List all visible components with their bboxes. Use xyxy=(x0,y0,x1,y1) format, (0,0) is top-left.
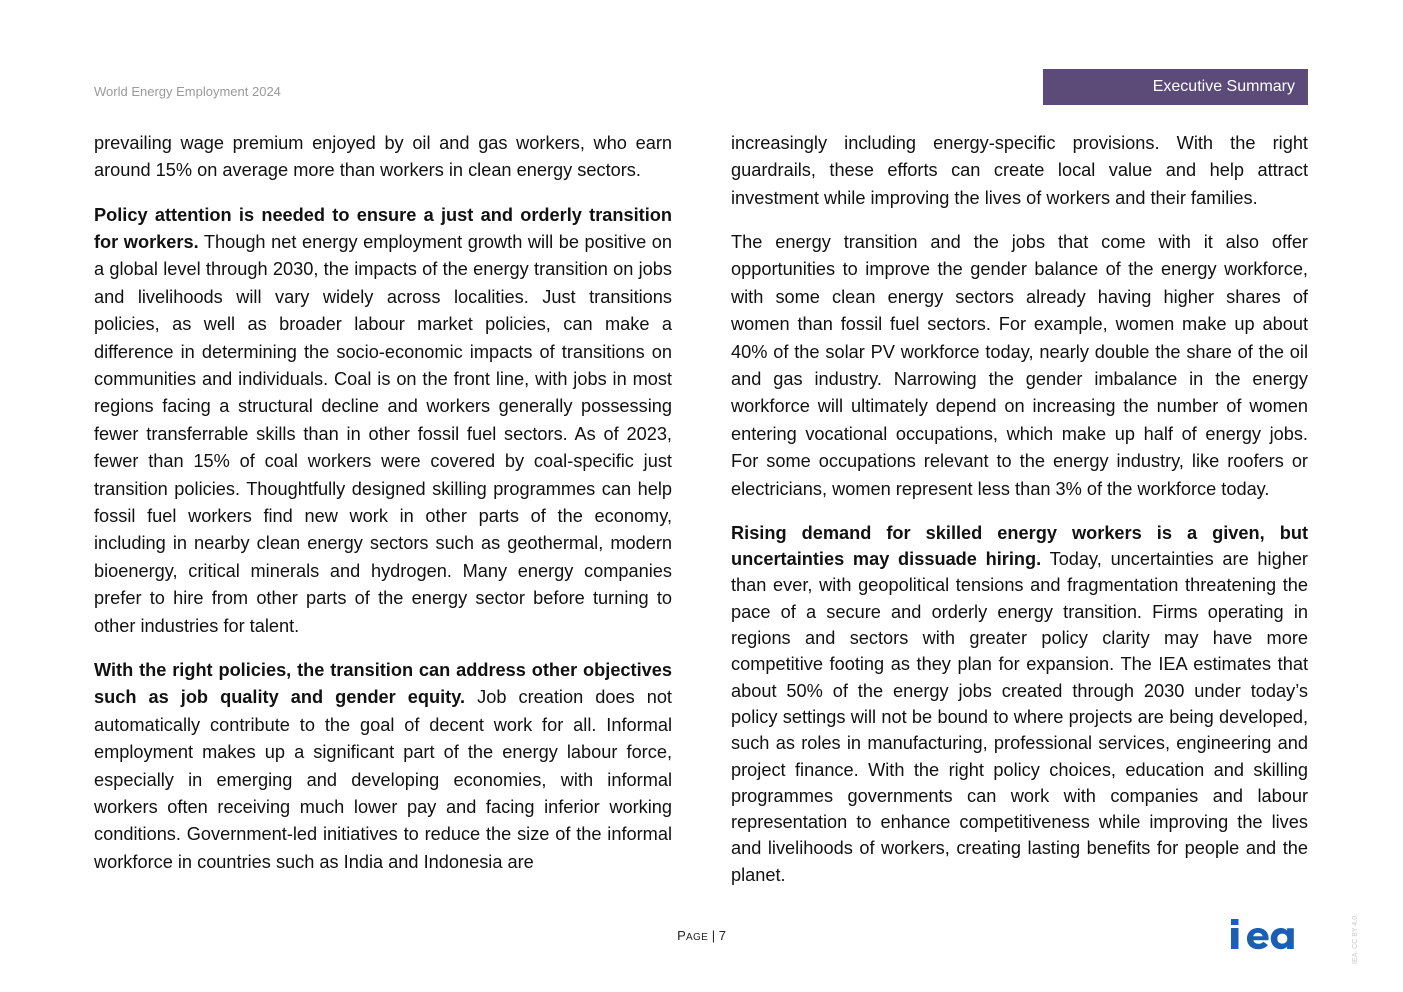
logo-letter-a xyxy=(1270,928,1294,950)
page-number: PAGE | 7 xyxy=(0,928,1403,943)
page-number-value: 7 xyxy=(718,928,726,943)
iea-logo-icon: iea xyxy=(1230,917,1294,950)
page-separator: | xyxy=(708,928,719,943)
left-paragraph-2-lead: Policy attention is needed to ensure a j… xyxy=(94,204,672,253)
right-paragraph-3: Rising demand for skilled energy workers… xyxy=(731,520,1308,888)
right-paragraph-3-lead: Rising demand for skilled energy workers… xyxy=(731,522,1308,570)
license-note: IEA. CC BY 4.0. xyxy=(1352,913,1359,964)
logo-dot-i xyxy=(1231,919,1239,925)
right-column: increasingly including energy-specific p… xyxy=(731,130,1308,905)
right-paragraph-2: The energy transition and the jobs that … xyxy=(731,232,1308,499)
logo-stem-i xyxy=(1231,928,1239,949)
right-paragraph-1: increasingly including energy-specific p… xyxy=(731,133,1308,208)
right-paragraph-3-body: Today, uncertainties are higher than eve… xyxy=(731,549,1308,885)
left-paragraph-3-body: Job creation does not automatically cont… xyxy=(94,687,672,872)
logo-letter-e xyxy=(1247,928,1269,950)
page-label-smallcaps: AGE xyxy=(686,932,709,943)
report-title: World Energy Employment 2024 xyxy=(94,84,281,99)
left-paragraph-1: prevailing wage premium enjoyed by oil a… xyxy=(94,133,672,181)
section-tab: Executive Summary xyxy=(1043,69,1308,105)
left-paragraph-3-lead: With the right policies, the transition … xyxy=(94,659,672,708)
left-paragraph-2-body: Though net energy employment growth will… xyxy=(94,232,673,636)
left-paragraph-3: With the right policies, the transition … xyxy=(94,657,672,876)
left-paragraph-2: Policy attention is needed to ensure a j… xyxy=(94,202,672,641)
left-column: prevailing wage premium enjoyed by oil a… xyxy=(94,130,672,893)
page-label-initial: P xyxy=(677,928,687,943)
logo-text: iea xyxy=(1230,917,1232,918)
